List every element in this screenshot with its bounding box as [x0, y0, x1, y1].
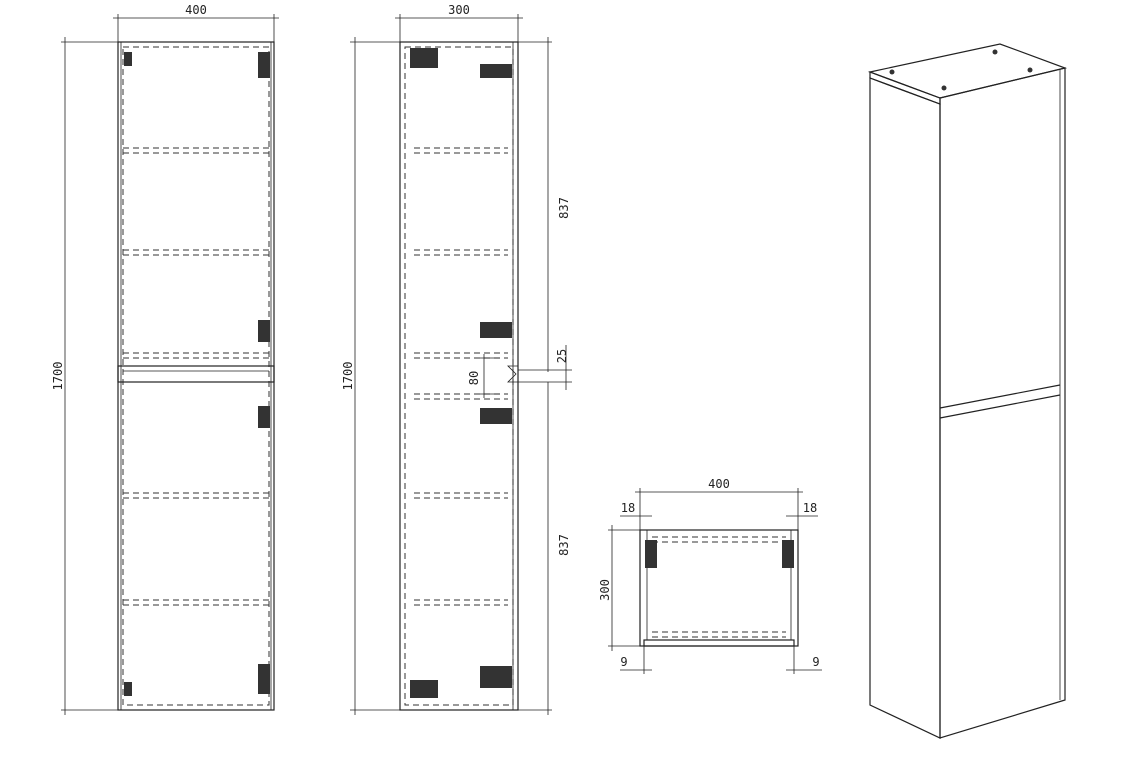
top-depth-label: 300 [598, 579, 612, 601]
right-thickness-label: 18 [803, 501, 817, 515]
side-height-label: 1700 [341, 362, 355, 391]
side-view: 300 1700 837 837 25 80 [341, 3, 572, 715]
side-depth-label: 300 [448, 3, 470, 17]
left-offset-label: 9 [620, 655, 627, 669]
front-width-label: 400 [185, 3, 207, 17]
front-height-label: 1700 [51, 362, 65, 391]
cabinet-3d-view [867, 43, 1068, 739]
right-offset-label: 9 [812, 655, 819, 669]
top-width-label: 400 [708, 477, 730, 491]
top-view: 400 18 18 300 9 9 [598, 477, 822, 674]
gap-label: 25 [555, 349, 569, 363]
upper-height-label: 837 [557, 197, 571, 219]
rail-label: 80 [467, 371, 481, 385]
front-view: 400 1700 [51, 3, 279, 715]
hinge-icons [124, 52, 270, 696]
lower-height-label: 837 [557, 534, 571, 556]
left-thickness-label: 18 [621, 501, 635, 515]
